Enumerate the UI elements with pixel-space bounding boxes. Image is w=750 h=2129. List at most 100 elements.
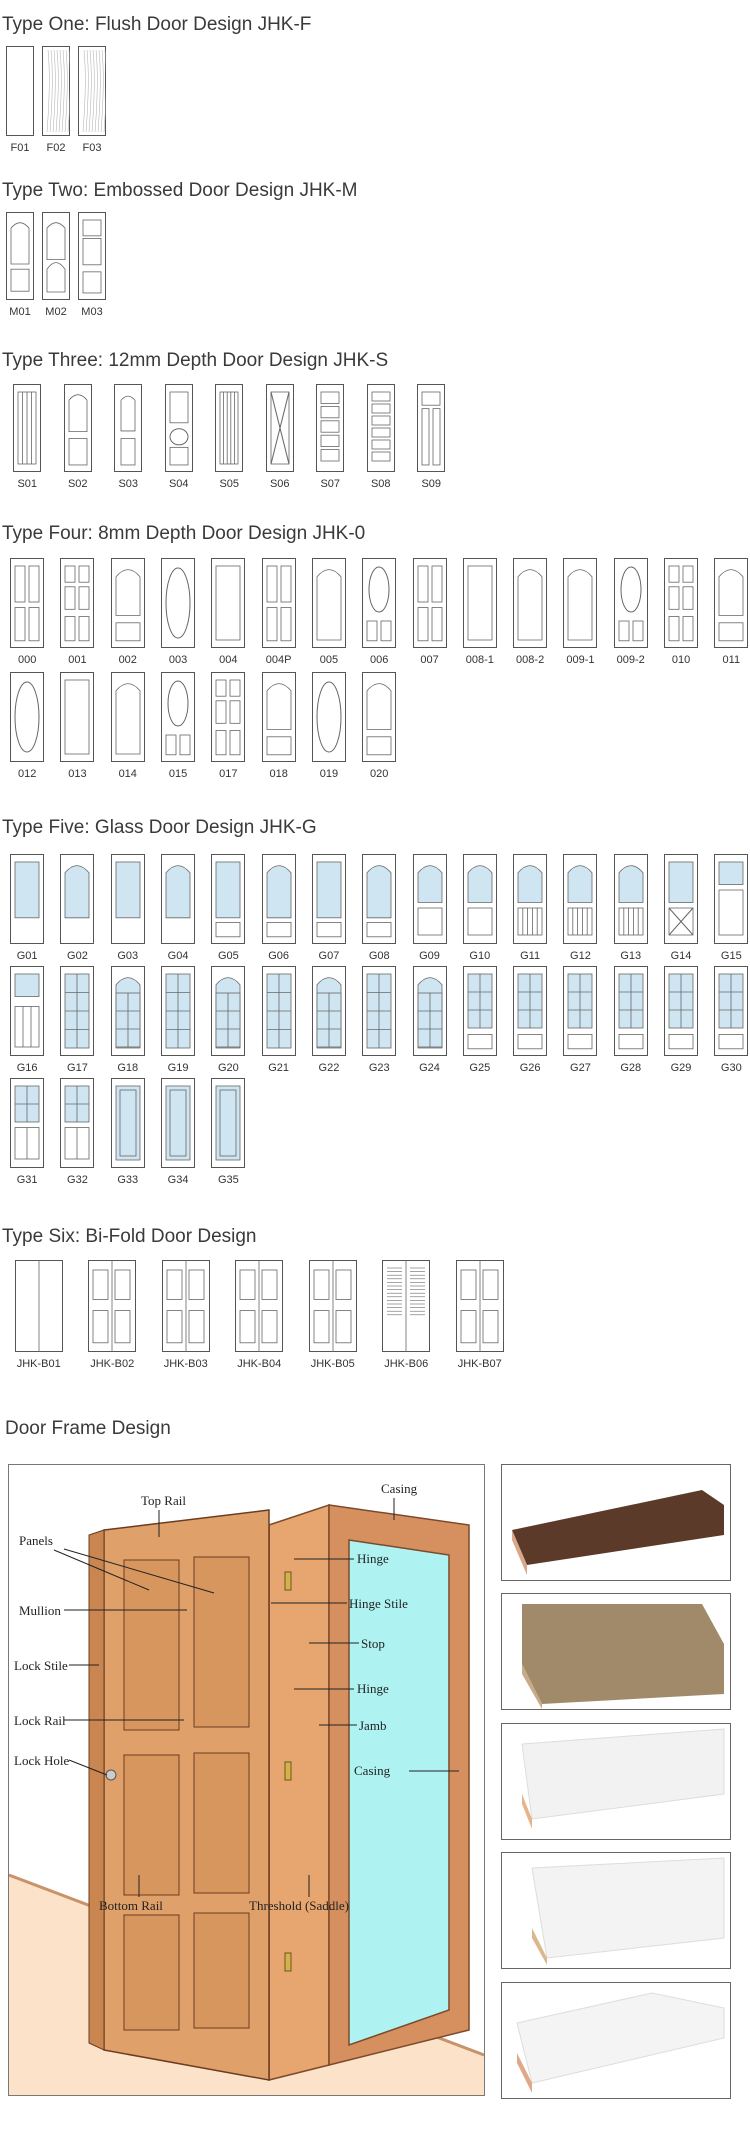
door-code-label: 001 [68,654,87,666]
door-icon [60,854,95,944]
door-icon [60,672,95,762]
door-code-label: G18 [117,1062,139,1074]
label-lock-hole: Lock Hole [14,1753,69,1768]
door-item: G17 [52,966,102,1074]
door-item: G18 [103,966,153,1074]
label-hinge-2: Hinge [357,1681,389,1696]
door-item: F02 [38,46,74,154]
door-icon [110,672,145,762]
door-item: G27 [555,966,605,1074]
door-item: F01 [2,46,38,154]
door-code-label: G28 [620,1062,642,1074]
door-item: G19 [153,966,203,1074]
door-code-label: G06 [268,950,290,962]
door-icon [261,558,296,648]
door-item: G02 [52,854,102,962]
door-item: G08 [354,854,404,962]
door-code-label: G34 [167,1174,189,1186]
door-icon [6,46,34,136]
door-code-label: 017 [219,768,238,780]
door-icon [714,854,749,944]
casing-profile-photo-4 [501,1852,731,1969]
section-title-8mm: Type Four: 8mm Depth Door Design JHK-0 [2,523,366,544]
door-icon [311,558,346,648]
label-hinge-stile: Hinge Stile [349,1596,408,1611]
door-icon [417,384,446,472]
door-item: 000 [2,558,52,666]
door-code-label: 020 [370,768,389,780]
door-code-label: S05 [219,478,240,490]
section-title-glass: Type Five: Glass Door Design JHK-G [2,817,317,838]
door-code-label: 007 [420,654,439,666]
casing-profile-photo-5 [501,1982,731,2099]
door-icon [161,854,196,944]
door-item: S04 [154,384,205,490]
casing-profile-photo-1 [501,1464,731,1581]
door-code-label: G12 [570,950,591,962]
door-icon [261,966,296,1056]
door-item: G12 [555,854,605,962]
door-code-label: G35 [217,1174,239,1186]
door-item: G21 [253,966,303,1074]
door-item: G20 [203,966,253,1074]
door-item: G10 [455,854,505,962]
door-icon [311,966,346,1056]
door-icon [362,854,397,944]
door-item: 018 [253,672,303,780]
door-code-label: 018 [269,768,288,780]
door-icon [563,854,598,944]
door-code-label: G05 [217,950,239,962]
section-title-bifold: Type Six: Bi-Fold Door Design [2,1226,257,1247]
door-item: G34 [153,1078,203,1186]
door-item: G15 [706,854,750,962]
door-icon [513,558,548,648]
door-item: G13 [606,854,656,962]
door-code-label: S04 [168,478,189,490]
door-icon [78,46,106,136]
door-icon [161,672,196,762]
door-item: G01 [2,854,52,962]
door-code-label: G07 [318,950,340,962]
door-code-label: G24 [419,1062,440,1074]
door-code-label: S03 [118,478,139,490]
door-item: 013 [52,672,102,780]
door-item: G30 [706,966,750,1074]
door-code-label: JHK-B03 [163,1358,208,1370]
door-icon [563,966,598,1056]
door-item: JHK-B05 [296,1260,370,1370]
door-icon [613,966,648,1056]
door-item: 019 [304,672,354,780]
door-icon [211,672,246,762]
casing-profile-photo-2 [501,1593,731,1710]
door-icon [215,384,244,472]
door-item: G28 [606,966,656,1074]
door-icon [513,966,548,1056]
door-code-label: G15 [720,950,742,962]
door-icon [6,212,34,300]
label-jamb: Jamb [359,1718,386,1733]
door-code-label: 004P [265,654,292,666]
door-code-label: F02 [46,142,66,154]
door-code-label: M03 [81,306,103,318]
door-code-label: 002 [118,654,137,666]
door-code-label: JHK-B02 [90,1358,135,1370]
door-icon [88,1260,137,1352]
door-code-label: 013 [68,768,87,780]
label-mullion: Mullion [19,1603,61,1618]
door-item: S09 [406,384,457,490]
door-icon [161,966,196,1056]
door-code-label: S01 [17,478,38,490]
door-code-label: JHK-B05 [310,1358,355,1370]
door-icon [362,558,397,648]
door-code-label: G11 [520,950,541,962]
door-frame-illustration: Top Rail Casing Panels Hinge Mullion Hin… [8,1481,485,2095]
door-code-label: 003 [168,654,188,666]
door-code-label: 015 [168,768,188,780]
door-code-label: S07 [320,478,341,490]
door-code-label: JHK-B01 [16,1358,61,1370]
frame-section-title: Door Frame Design [5,1418,171,1439]
